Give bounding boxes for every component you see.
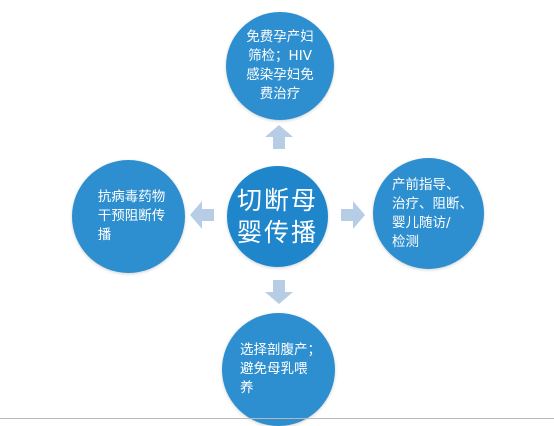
node-top: 免费孕产妇 筛检；HIV 感染孕妇免 费治疗	[226, 12, 334, 120]
node-left: 抗病毒药物 干预阻断传 播	[72, 160, 185, 273]
node-right-label: 产前指导、 治疗、阻断、 婴儿随访/ 检测	[392, 176, 473, 250]
node-left-label: 抗病毒药物 干预阻断传 播	[97, 189, 166, 243]
node-bottom-label: 选择剖腹产； 避免母乳喂 养	[240, 342, 321, 396]
arrow-up-icon	[265, 125, 293, 149]
arrow-down-icon	[265, 280, 293, 304]
center-node: 切断母 婴传播	[227, 166, 328, 267]
node-bottom: 选择剖腹产； 避免母乳喂 养	[222, 313, 335, 426]
arrow-right-icon	[341, 201, 365, 229]
node-top-label: 免费孕产妇 筛检；HIV 感染孕妇免 费治疗	[246, 29, 314, 102]
bottom-border	[0, 418, 554, 419]
center-node-label: 切断母 婴传播	[236, 185, 318, 247]
arrow-left-icon	[190, 201, 214, 229]
node-right: 产前指导、 治疗、阻断、 婴儿随访/ 检测	[373, 158, 484, 269]
